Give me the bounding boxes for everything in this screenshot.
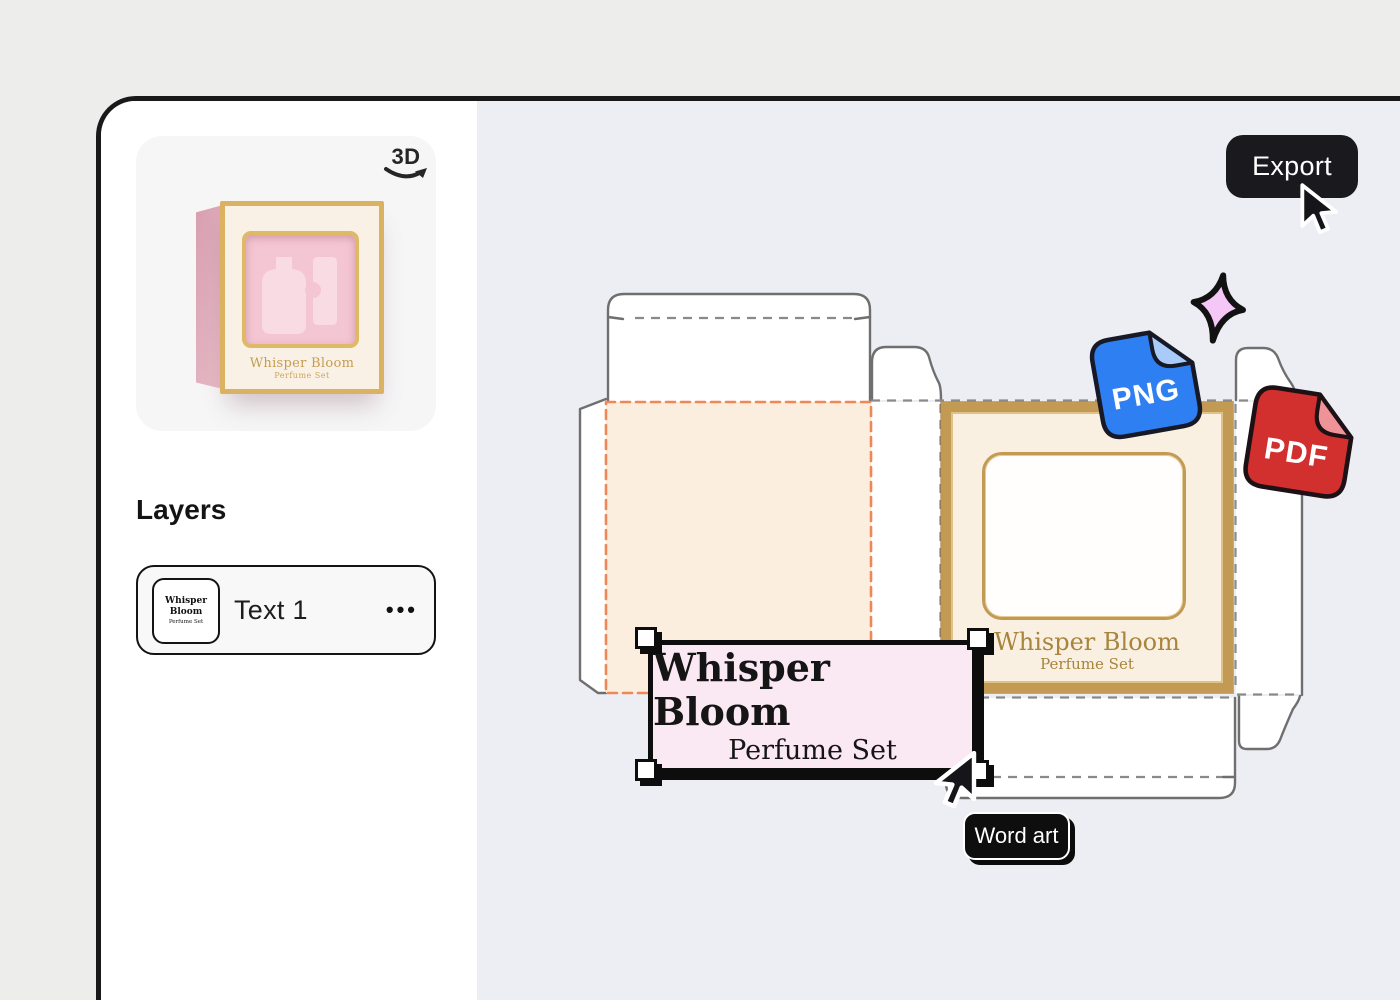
product-box-side bbox=[196, 205, 223, 389]
export-button[interactable]: Export bbox=[1226, 135, 1358, 198]
product-title: Whisper Bloom bbox=[249, 356, 355, 371]
export-button-label: Export bbox=[1252, 151, 1332, 181]
wordart-title: Whisper Bloom bbox=[653, 644, 830, 734]
product-box-window bbox=[242, 231, 359, 348]
layer-thumbnail: Whisper Bloom Perfume Set bbox=[152, 578, 220, 644]
layer-menu-button[interactable]: ••• bbox=[385, 597, 418, 622]
front-panel-label: Whisper Bloom Perfume Set bbox=[951, 628, 1223, 673]
front-panel-window bbox=[982, 452, 1186, 620]
front-panel-subtitle: Perfume Set bbox=[1040, 655, 1134, 673]
selection-handle-top-right[interactable] bbox=[967, 628, 989, 650]
wordart-subtitle: Perfume Set bbox=[728, 734, 897, 766]
selection-handle-bottom-left[interactable] bbox=[635, 759, 657, 781]
product-subtitle: Perfume Set bbox=[274, 371, 330, 380]
front-panel-title: Whisper Bloom bbox=[994, 628, 1180, 656]
layers-heading: Layers bbox=[136, 494, 227, 525]
bottle-cutouts-graphic bbox=[262, 257, 337, 334]
layer-thumb-title: Whisper Bloom bbox=[165, 596, 207, 617]
rotate-arrow-icon bbox=[384, 167, 427, 179]
product-box-front: Whisper Bloom Perfume Set bbox=[220, 201, 384, 394]
selection-handle-top-left[interactable] bbox=[635, 627, 657, 649]
wordart-element[interactable]: Whisper Bloom Perfume Set bbox=[648, 640, 977, 773]
layer-item-text1[interactable]: Whisper Bloom Perfume Set Text 1 ••• bbox=[136, 565, 436, 655]
layer-thumb-subtitle: Perfume Set bbox=[168, 619, 204, 625]
rotate-3d-button[interactable]: 3D bbox=[383, 144, 429, 191]
selection-handle-bottom-right[interactable] bbox=[967, 760, 989, 782]
rotate-3d-label: 3D bbox=[391, 144, 421, 169]
word-art-button[interactable]: Word art bbox=[963, 812, 1070, 860]
word-art-button-label: Word art bbox=[974, 823, 1059, 848]
layer-name: Text 1 bbox=[234, 594, 308, 625]
product-box-label: Whisper Bloom Perfume Set bbox=[225, 356, 379, 380]
